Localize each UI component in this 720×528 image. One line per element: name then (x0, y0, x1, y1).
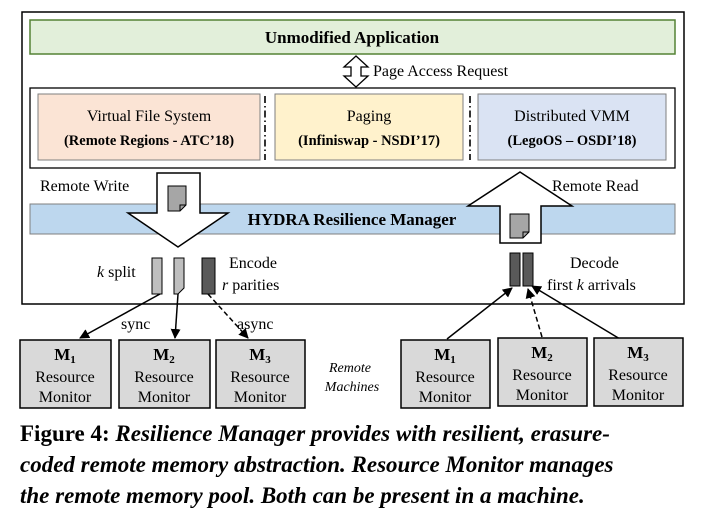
read-arrow-m1 (446, 287, 513, 340)
machine-box (400, 339, 491, 409)
module-box-paging (274, 93, 464, 161)
remote-machine-m3: M3 Resource Monitor (215, 339, 306, 409)
parity-piece (201, 257, 216, 295)
figure-caption: Figure 4: Resilience Manager provides wi… (20, 418, 710, 511)
page-fold-icon (179, 204, 186, 211)
machine-line2: Monitor (138, 389, 191, 406)
split-label: k split (97, 264, 136, 281)
machine-box (118, 339, 211, 409)
remote-read-label: Remote Read (552, 178, 639, 195)
machine-line2: Monitor (516, 387, 569, 404)
machine-box (497, 337, 588, 407)
resilience-manager-title: HYDRA Resilience Manager (248, 210, 457, 229)
machine-line1: Resource (35, 369, 95, 386)
decode-label-line1: Decode (570, 255, 619, 272)
machine-id: M1 (434, 345, 456, 366)
decode-label-line2: first k arrivals (547, 277, 636, 294)
data-split-piece (173, 257, 185, 295)
module-box-distributed-vmm (477, 93, 667, 161)
data-split-piece (151, 257, 163, 295)
page-fold-icon (522, 231, 529, 238)
caption-line-3: the remote memory pool. Both can be pres… (20, 483, 585, 508)
machine-line1: Resource (134, 369, 194, 386)
remote-machine-m2: M2 Resource Monitor (118, 339, 211, 409)
remote-machine-m1-right: M1 Resource Monitor (400, 339, 491, 409)
application-title: Unmodified Application (265, 28, 440, 47)
decode-arrivals: arrivals (584, 277, 636, 294)
module-title-dvmm: Distributed VMM (514, 108, 630, 125)
remote-machine-m3-right: M3 Resource Monitor (593, 337, 684, 407)
machine-box (215, 339, 306, 409)
caption-line-1: Figure 4: Resilience Manager provides wi… (20, 418, 710, 449)
page-access-double-arrow (342, 55, 370, 88)
machine-line2: Monitor (234, 389, 287, 406)
async-label: async (237, 316, 273, 333)
machine-line1: Resource (230, 369, 290, 386)
machine-id: M3 (249, 345, 271, 366)
encode-r: r (222, 277, 229, 294)
machine-line1: Resource (512, 367, 572, 384)
remote-write-label: Remote Write (40, 178, 129, 195)
module-title-vfs: Virtual File System (87, 108, 212, 125)
caption-line1-text: Resilience Manager provides with resilie… (109, 421, 610, 446)
split-k: k (97, 264, 105, 281)
caption-line-2: coded remote memory abstraction. Resourc… (20, 452, 614, 477)
decode-first: first (547, 277, 577, 294)
remote-machines-label-line2: Machines (324, 380, 380, 395)
split-text: split (104, 264, 136, 281)
decode-k: k (577, 277, 585, 294)
remote-machine-m2-right: M2 Resource Monitor (497, 337, 588, 407)
machine-id: M3 (627, 343, 649, 364)
hydra-architecture-diagram: Unmodified Application Page Access Reque… (19, 11, 685, 409)
caption-lead: Figure 4: (20, 421, 110, 446)
page-access-request-label: Page Access Request (373, 63, 509, 80)
page-icon (167, 185, 187, 212)
page-icon (509, 213, 530, 239)
encode-parities: parities (228, 277, 279, 294)
module-box-virtual-file-system (37, 93, 261, 161)
sync-label: sync (121, 316, 150, 333)
remote-read-arrow (465, 171, 575, 244)
module-subtitle-paging: (Infiniswap - NSDI’17) (298, 133, 440, 149)
machine-box (19, 339, 112, 409)
read-arrow-m2 (525, 288, 543, 338)
remote-machines-label-line1: Remote (328, 361, 371, 376)
parity-piece (522, 252, 534, 287)
sync-arrow-m1 (79, 293, 161, 339)
machine-line2: Monitor (612, 387, 665, 404)
machine-id: M2 (531, 343, 553, 364)
async-arrow-m3 (207, 293, 249, 339)
encode-label-line1: Encode (229, 255, 277, 272)
module-title-paging: Paging (347, 108, 391, 125)
machine-id: M2 (153, 345, 175, 366)
remote-machine-m1: M1 Resource Monitor (19, 339, 112, 409)
machine-line1: Resource (415, 369, 475, 386)
machine-line1: Resource (608, 367, 668, 384)
application-box (29, 19, 676, 55)
encode-label-line2: r parities (222, 277, 279, 294)
module-subtitle-vfs: (Remote Regions - ATC’18) (64, 133, 234, 149)
machine-line2: Monitor (419, 389, 472, 406)
read-arrow-m3 (531, 285, 621, 340)
machine-box (593, 337, 684, 407)
machine-id: M1 (54, 345, 76, 366)
sync-arrow-m2 (170, 293, 181, 339)
machine-line2: Monitor (39, 389, 92, 406)
module-subtitle-dvmm: (LegoOS – OSDI’18) (508, 133, 637, 149)
parity-piece (509, 252, 521, 287)
